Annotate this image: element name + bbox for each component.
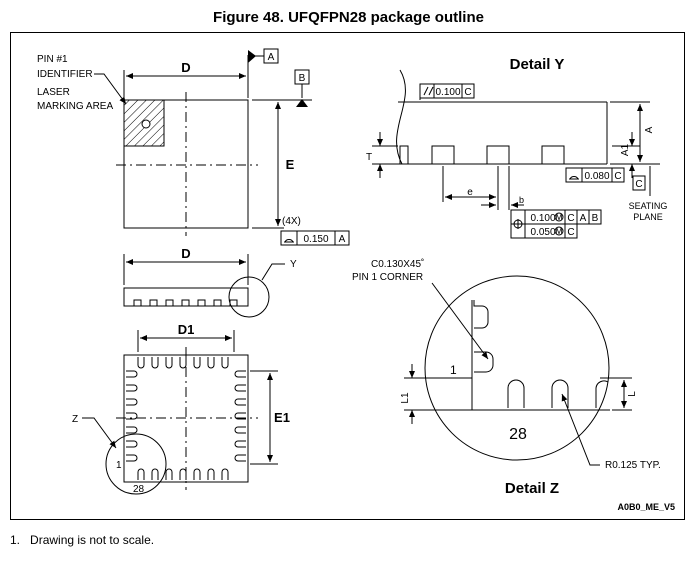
pos-tol-1-ref-a: A — [580, 213, 587, 224]
flatness-symbol-icon — [284, 239, 294, 243]
radius-label: R0.125 TYP. — [605, 460, 661, 471]
bottom-pin-1: 1 — [116, 460, 122, 471]
dim-l-label: L — [627, 391, 638, 397]
datum-a-box — [263, 48, 279, 64]
seating-plane-line2: PLANE — [633, 212, 663, 222]
dim-b-label: b — [519, 195, 524, 205]
pos-tol-1-value: 0.100 — [530, 213, 555, 224]
bottom-view — [82, 330, 278, 495]
detail-z-pin-28: 28 — [509, 426, 527, 443]
detail-z-pin-1: 1 — [450, 363, 457, 377]
position-fcf — [510, 209, 602, 239]
datum-b-box — [294, 69, 310, 85]
datum-c-box — [632, 175, 646, 191]
datum-a-label: A — [268, 52, 275, 63]
pin1-label-line1: PIN #1 — [37, 54, 68, 65]
bottom-pin-28: 28 — [133, 484, 145, 495]
coplanarity-value: 0.080 — [584, 171, 609, 182]
flatness-value: 0.150 — [303, 234, 328, 245]
drawing-frame — [10, 32, 685, 520]
parallelism-symbol-icon — [423, 86, 434, 96]
detail-y-drawing — [372, 69, 660, 210]
coplanarity-symbol-icon — [569, 176, 579, 180]
detail-y-callout — [228, 276, 270, 318]
detail-z-callout — [105, 433, 167, 495]
detail-z-title: Detail Z — [505, 480, 559, 497]
coplanarity-fcf — [565, 167, 625, 183]
pin1-label-line3: LASER — [37, 87, 70, 98]
footnote-text: Drawing is not to scale. — [30, 533, 155, 547]
side-view — [123, 254, 285, 318]
count-4x: (4X) — [282, 216, 301, 227]
mmc-label-1: M — [555, 212, 563, 222]
dim-e-small-label: e — [467, 187, 473, 198]
pin1-identifier-dot — [141, 119, 151, 129]
dim-e1-label: E1 — [274, 410, 290, 425]
pos-tol-2-ref-c: C — [567, 227, 574, 238]
parallelism-fcf — [419, 83, 475, 99]
parallelism-value: 0.100 — [435, 87, 460, 98]
pin1-label-line2: IDENTIFIER — [37, 69, 93, 80]
datum-b-triangle — [296, 99, 308, 107]
dim-t-label: T — [366, 152, 372, 163]
pos-tol-1-ref-b: B — [592, 213, 599, 224]
parallelism-ref: C — [464, 87, 471, 98]
pos-tol-2-value: 0.050 — [530, 227, 555, 238]
datum-c-label: C — [635, 179, 642, 190]
dim-l1-label: L1 — [400, 392, 411, 404]
side-dim-d-label: D — [181, 246, 190, 261]
top-dim-d-label: D — [181, 60, 190, 75]
pin1-corner-label: PIN 1 CORNER — [352, 272, 423, 283]
dim-a1-label: A1 — [620, 143, 631, 156]
datum-a-triangle — [248, 50, 256, 63]
mmc-icon-1 — [554, 212, 564, 222]
pin1-label-line4: MARKING AREA — [37, 101, 113, 112]
seating-plane-line1: SEATING — [629, 201, 668, 211]
detail-z-drawing — [404, 282, 632, 466]
datum-b-label: B — [299, 73, 306, 84]
mmc-icon-2 — [554, 226, 564, 236]
detail-z-circle — [424, 275, 610, 461]
chamfer-label: C0.130X45˚ — [371, 258, 424, 270]
dim-a-label: A — [644, 126, 655, 133]
dim-d1-label: D1 — [178, 322, 195, 337]
detail-z-ref: Z — [72, 414, 78, 425]
flatness-ref: A — [339, 234, 346, 245]
figure-title: Figure 48. UFQFPN28 package outline — [213, 9, 484, 26]
top-view — [94, 55, 312, 236]
flatness-fcf — [280, 230, 350, 246]
footnote: 1. Drawing is not to scale. — [10, 533, 154, 547]
mmc-label-2: M — [555, 226, 563, 236]
detail-y-title: Detail Y — [510, 56, 565, 73]
detail-y-ref: Y — [290, 259, 297, 270]
coplanarity-ref: C — [614, 171, 621, 182]
drawing-code: A0B0_ME_V5 — [617, 502, 675, 512]
pos-tol-1-ref-c: C — [567, 213, 574, 224]
top-dim-e-label: E — [286, 157, 295, 172]
footnote-number: 1. — [10, 533, 21, 547]
